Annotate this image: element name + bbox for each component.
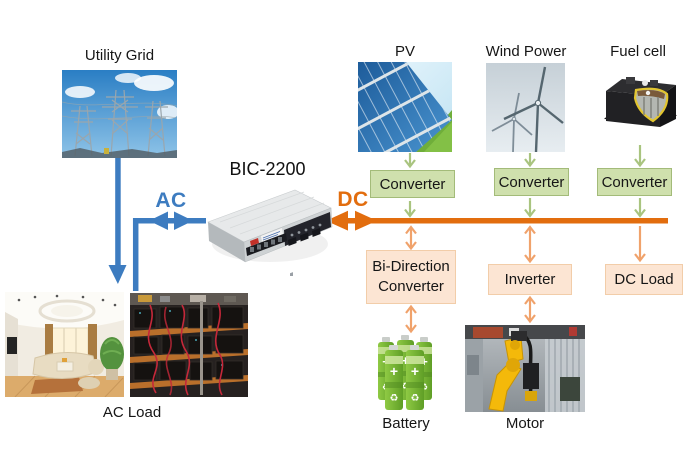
pv-image	[358, 62, 452, 152]
svg-text:+: +	[411, 363, 419, 379]
dc-label: DC	[337, 188, 369, 211]
wind-power-image	[486, 63, 565, 152]
source-arrows	[404, 145, 646, 218]
dc-branch-arrows	[405, 225, 646, 334]
equipment-rack-image	[130, 293, 248, 397]
bic-2200-image	[200, 184, 335, 276]
ac-left-arrowhead	[149, 211, 168, 230]
ac-link-line	[132, 211, 206, 291]
converter-fuel-label: Converter	[601, 173, 668, 191]
bi-direction-converter-box: Bi-Direction Converter	[366, 250, 456, 304]
living-room-image	[5, 292, 124, 397]
converter-fuel-box: Converter	[597, 168, 672, 196]
converter-wind-label: Converter	[498, 173, 565, 191]
ac-load-label: AC Load	[102, 404, 162, 421]
wind-power-label: Wind Power	[485, 43, 567, 60]
battery-image: +♻ +♻ +♻ +♻ +♻	[375, 334, 437, 412]
svg-text:♻: ♻	[411, 393, 420, 404]
dc-load-box: DC Load	[605, 264, 683, 295]
ac-label: AC	[155, 189, 187, 212]
svg-text:+: +	[402, 353, 410, 368]
bic-2200-label: BIC-2200	[229, 159, 306, 179]
dc-bus-line	[326, 210, 668, 231]
bi-direction-converter-label-line1: Bi-Direction	[372, 257, 450, 275]
inverter-box: Inverter	[488, 264, 572, 295]
inverter-label: Inverter	[504, 271, 556, 288]
svg-text:♻: ♻	[390, 393, 399, 404]
battery-label: Battery	[382, 415, 430, 432]
motor-image	[465, 325, 585, 412]
converter-pv-box: Converter	[370, 170, 455, 198]
svg-text:+: +	[390, 363, 398, 379]
ac-down-arrowhead	[108, 265, 127, 284]
fuel-cell-label: Fuel cell	[610, 43, 666, 60]
motor-label: Motor	[505, 415, 545, 432]
converter-pv-label: Converter	[379, 175, 446, 193]
bi-direction-converter-label-line2: Converter	[378, 278, 444, 295]
dc-left-arrowhead	[326, 210, 348, 231]
converter-wind-box: Converter	[494, 168, 569, 196]
ac-grid-drop-line	[108, 157, 127, 284]
svg-text:♻: ♻	[401, 381, 409, 391]
fuel-cell-image	[598, 69, 678, 143]
pv-label: PV	[394, 43, 415, 60]
utility-grid-label: Utility Grid	[84, 47, 155, 64]
utility-grid-image	[62, 70, 177, 158]
dc-right-arrowhead	[355, 210, 377, 231]
svg-text:+: +	[420, 354, 428, 369]
ac-right-arrowhead	[174, 211, 193, 230]
dc-load-label: DC Load	[614, 271, 674, 288]
